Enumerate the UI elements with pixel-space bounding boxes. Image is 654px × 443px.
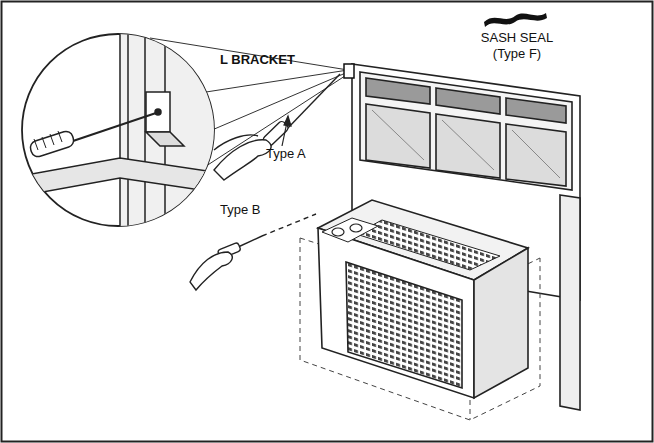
- screw-type-label: Type B: [218, 202, 262, 218]
- screw-type-label: Type A: [264, 146, 308, 162]
- part-label: SASH SEAL (Type F): [470, 30, 564, 61]
- part-label: L BRACKET: [218, 52, 297, 68]
